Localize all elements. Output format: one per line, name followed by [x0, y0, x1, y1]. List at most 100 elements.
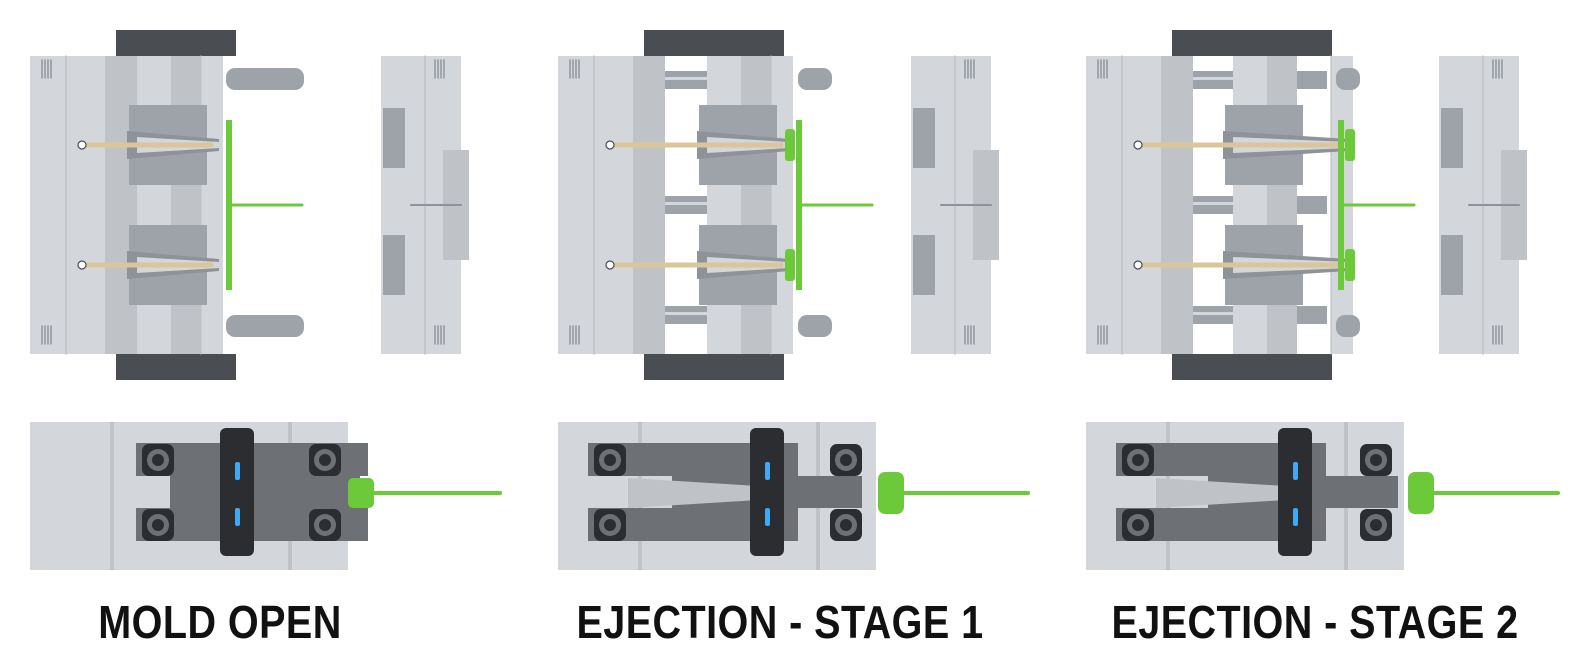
- indicator-pin: [1293, 508, 1298, 526]
- indicator-pin: [765, 508, 770, 526]
- latch-seam: [110, 422, 114, 570]
- socket-screw-hex: [1370, 519, 1382, 531]
- cavity-insert: [913, 235, 935, 295]
- cross-section-view: [558, 30, 999, 380]
- socket-screw-hex: [604, 519, 616, 531]
- guide-rod-highlight: [1193, 312, 1241, 315]
- pin-end: [77, 260, 87, 270]
- molded-part-cap: [785, 249, 795, 281]
- leader-pin-bottom: [798, 315, 832, 337]
- indicator-pin: [1293, 462, 1298, 480]
- guide-rod-2: [1297, 306, 1327, 324]
- socket-screw-hex: [152, 519, 164, 531]
- socket-screw-hex: [1132, 454, 1144, 466]
- latch-top-view: [30, 422, 502, 570]
- panel-mold-open: [30, 30, 502, 570]
- indicator-pin: [235, 508, 240, 526]
- support-plate: [1161, 56, 1193, 354]
- guide-rod-2: [1297, 196, 1327, 214]
- socket-screw-hex: [840, 519, 852, 531]
- cavity-insert: [913, 108, 935, 168]
- molded-part-hub: [1408, 472, 1434, 514]
- molded-part-cap: [1345, 249, 1355, 281]
- support-plate: [633, 56, 665, 354]
- socket-screw-hex: [604, 454, 616, 466]
- cavity-insert: [383, 108, 405, 168]
- back-clamp-plate: [558, 56, 633, 354]
- core-assembly-1: [77, 105, 219, 185]
- top-clamp-plate: [644, 30, 784, 56]
- molded-part-hub: [878, 472, 904, 514]
- ejector-retainer-plate: [137, 56, 171, 354]
- leader-pin-top: [226, 68, 304, 90]
- cross-section-view: [1086, 30, 1527, 380]
- bottom-clamp-plate: [1172, 354, 1332, 380]
- pin-end: [605, 140, 615, 150]
- guide-rod-highlight: [665, 202, 715, 205]
- molded-part-plate: [1338, 120, 1344, 290]
- leader-pin-top: [1336, 68, 1360, 90]
- molded-part-hub: [348, 478, 374, 508]
- cavity-insert: [1441, 235, 1463, 295]
- leader-pin-bottom: [1336, 315, 1360, 337]
- support-plate: [105, 56, 137, 354]
- ejector-retainer-plate: [1233, 56, 1267, 354]
- stripper-plate: [201, 56, 223, 354]
- latch-top-view: [1086, 422, 1560, 570]
- latch-lock-block: [1278, 428, 1312, 556]
- molded-part-plate: [226, 120, 232, 290]
- core-assembly-1: [1133, 105, 1355, 185]
- socket-screw-hex: [840, 454, 852, 466]
- molded-part-cap: [1345, 129, 1355, 161]
- bottom-clamp-plate: [116, 354, 236, 380]
- socket-screw-hex: [1132, 519, 1144, 531]
- core-assembly-2: [1133, 225, 1355, 305]
- pin-end: [77, 140, 87, 150]
- caption-mold-open: MOLD OPEN: [98, 596, 342, 648]
- socket-screw-hex: [1370, 454, 1382, 466]
- molded-part-plate: [796, 120, 802, 290]
- stripper-plate: [771, 56, 793, 354]
- back-clamp-plate: [30, 56, 105, 354]
- pin-end: [1133, 260, 1143, 270]
- core-assembly-1: [605, 105, 795, 185]
- ejector-retainer-plate: [707, 56, 741, 354]
- cross-section-view: [30, 30, 469, 380]
- guide-rod-highlight: [665, 312, 715, 315]
- latch-lock-block: [750, 428, 784, 556]
- bottom-clamp-plate: [644, 354, 784, 380]
- socket-screw-hex: [319, 454, 331, 466]
- molded-part-cap: [785, 129, 795, 161]
- latch-lock-block: [220, 428, 254, 556]
- indicator-pin: [235, 462, 240, 480]
- pin-end: [1133, 140, 1143, 150]
- socket-screw-hex: [319, 519, 331, 531]
- guide-rod-2: [1297, 71, 1327, 89]
- latch-bar-center: [170, 476, 360, 508]
- latch-wedge: [628, 478, 758, 508]
- latch-wedge: [1156, 478, 1286, 508]
- pin-end: [605, 260, 615, 270]
- panel-ejection-stage-2: [1086, 30, 1560, 570]
- core-assembly-2: [77, 225, 219, 305]
- caption-ejection-stage-1: EJECTION - STAGE 1: [576, 596, 984, 648]
- socket-screw-hex: [152, 454, 164, 466]
- leader-pin-top: [798, 68, 832, 90]
- guide-rod-highlight: [665, 77, 715, 80]
- back-clamp-plate: [1086, 56, 1161, 354]
- top-clamp-plate: [116, 30, 236, 56]
- cavity-insert: [383, 235, 405, 295]
- guide-rod-highlight: [1193, 77, 1241, 80]
- leader-pin-bottom: [226, 315, 304, 337]
- core-assembly-2: [605, 225, 795, 305]
- guide-rod-highlight: [1193, 202, 1241, 205]
- ejector-plate: [1267, 56, 1297, 354]
- caption-ejection-stage-2: EJECTION - STAGE 2: [1111, 596, 1519, 648]
- latch-top-view: [558, 422, 1030, 570]
- top-clamp-plate: [1172, 30, 1332, 56]
- panel-ejection-stage-1: [558, 30, 1030, 570]
- indicator-pin: [765, 462, 770, 480]
- ejector-plate: [171, 56, 201, 354]
